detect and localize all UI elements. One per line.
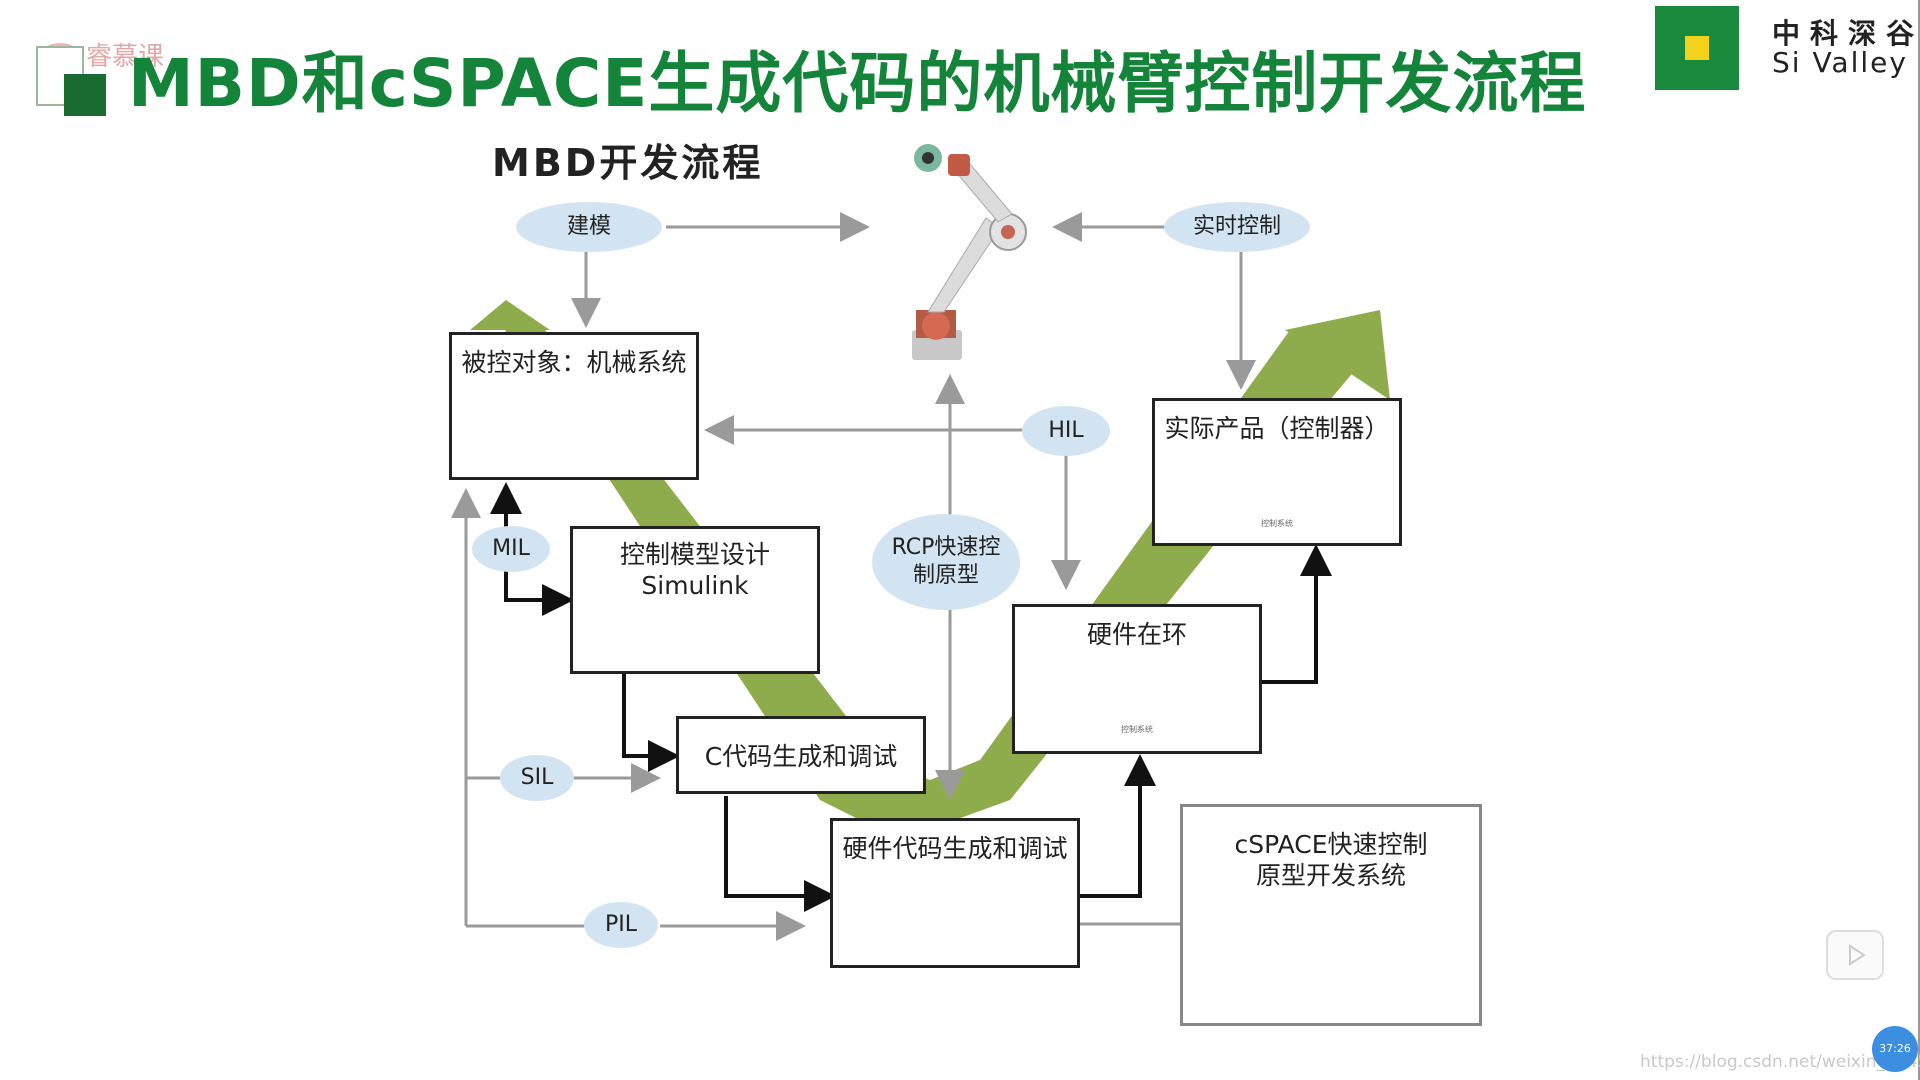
watermark-text: 睿慕课 xyxy=(86,42,165,72)
slide-edge-divider xyxy=(1918,0,1920,1080)
hw-code-label: 硬件代码生成和调试 xyxy=(842,834,1068,863)
arrow-hilbox-to-product xyxy=(1262,544,1332,684)
v-band xyxy=(505,330,1355,840)
arrow-ccode-to-hwcode xyxy=(724,796,836,912)
hw-code-node: 硬件代码生成和调试 xyxy=(830,818,1080,968)
cspace-label: cSPACE快速控制 xyxy=(1234,830,1428,859)
ellipse-modeling: 建模 xyxy=(516,202,662,252)
deco-square-filled xyxy=(64,74,106,116)
product-node: 实际产品（控制器） 控制系统 xyxy=(1152,398,1402,546)
ellipse-mil: MIL xyxy=(472,526,550,572)
model-design-tool-label: Simulink xyxy=(641,571,749,600)
c-code-label: C代码生成和调试 xyxy=(704,742,898,771)
ellipse-rcp: RCP快速控 制原型 xyxy=(872,514,1020,610)
play-icon xyxy=(1849,944,1866,966)
robot-arm-icon xyxy=(912,144,1027,360)
slide-title: MBD和cSPACE生成代码的机械臂控制开发流程 xyxy=(128,45,1587,122)
v-band-right-arrowhead xyxy=(1285,310,1390,400)
v-band-left-arrowhead xyxy=(470,300,550,330)
title-decoration xyxy=(36,46,106,116)
cspace-node: cSPACE快速控制 原型开发系统 xyxy=(1180,804,1482,1026)
company-name-cn: 中科深谷 xyxy=(1772,17,1920,50)
rcp-line2: 制原型 xyxy=(912,563,979,588)
ellipse-sil: SIL xyxy=(500,755,574,801)
cspace-sub-label: 原型开发系统 xyxy=(1255,861,1406,890)
hil-device-caption: 控制系统 xyxy=(1121,725,1153,734)
company-name-en: Si Valley xyxy=(1772,46,1908,79)
video-timer-badge: 37:26 xyxy=(1872,1026,1918,1072)
model-design-node: 控制模型设计 Simulink xyxy=(570,526,820,674)
c-code-node: C代码生成和调试 xyxy=(676,716,926,794)
ellipse-pil: PIL xyxy=(584,902,658,948)
plant-label: 被控对象：机械系统 xyxy=(461,348,687,377)
hil-node: 硬件在环 控制系统 xyxy=(1012,604,1262,754)
hil-node-label: 硬件在环 xyxy=(1086,620,1187,649)
plant-node: 被控对象：机械系统 xyxy=(449,332,699,480)
play-video-button[interactable] xyxy=(1826,930,1884,980)
arrow-hwcode-to-hilbox xyxy=(1080,754,1156,898)
diagram-subtitle: MBD开发流程 xyxy=(492,141,764,185)
source-url-watermark: https://blog.csdn.net/weixin_43455581 xyxy=(1640,1052,1920,1072)
ellipse-realtime-control: 实时控制 xyxy=(1164,202,1310,252)
model-design-label: 控制模型设计 xyxy=(619,540,770,569)
rcp-line1: RCP快速控 xyxy=(891,535,1001,560)
arrow-model-to-ccode xyxy=(622,674,680,772)
company-logo-icon xyxy=(1655,6,1739,90)
ellipse-hil: HIL xyxy=(1022,406,1110,456)
product-device-caption: 控制系统 xyxy=(1261,519,1293,528)
product-label: 实际产品（控制器） xyxy=(1164,414,1390,443)
